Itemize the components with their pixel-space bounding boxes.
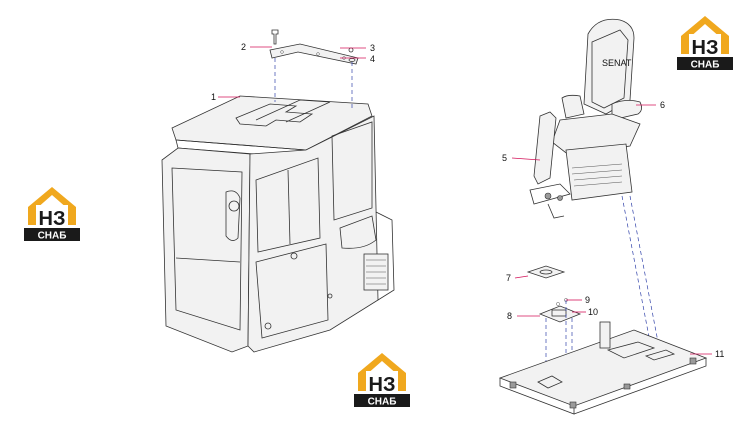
- leader-lines: [218, 46, 712, 355]
- callout-8: 8: [507, 311, 512, 321]
- callout-3: 3: [370, 43, 375, 53]
- logo-caption-text: СНАБ: [368, 397, 397, 408]
- callout-6: 6: [660, 100, 665, 110]
- cover-plate: [526, 265, 566, 279]
- mount-bracket: [538, 298, 582, 323]
- watermark-logo-left: НЗ СНАБ: [24, 187, 80, 242]
- callout-4: 4: [370, 54, 375, 64]
- watermark-logo-top-right: НЗ СНАБ: [677, 16, 733, 71]
- operator-seat: SENAT: [529, 18, 642, 219]
- callout-9: 9: [585, 295, 590, 305]
- cab-assembly: [161, 95, 395, 353]
- callout-10: 10: [588, 307, 598, 317]
- base-plate: [498, 321, 708, 415]
- callout-11: 11: [715, 349, 724, 359]
- logo-caption-text: СНАБ: [691, 60, 720, 71]
- logo-mark-text: НЗ: [369, 374, 396, 396]
- logo-mark-text: НЗ: [692, 37, 719, 59]
- logo-mark-text: НЗ: [39, 208, 66, 230]
- watermark-logo-bottom-center: НЗ СНАБ: [354, 353, 410, 408]
- callout-7: 7: [506, 273, 511, 283]
- logo-caption-text: СНАБ: [38, 231, 67, 242]
- louver-vent: [363, 253, 389, 291]
- callout-1: 1: [211, 92, 216, 102]
- seat-brand: SENAT: [602, 58, 632, 68]
- roof-bracket: [269, 29, 359, 65]
- callout-2: 2: [241, 42, 246, 52]
- callout-5: 5: [502, 153, 507, 163]
